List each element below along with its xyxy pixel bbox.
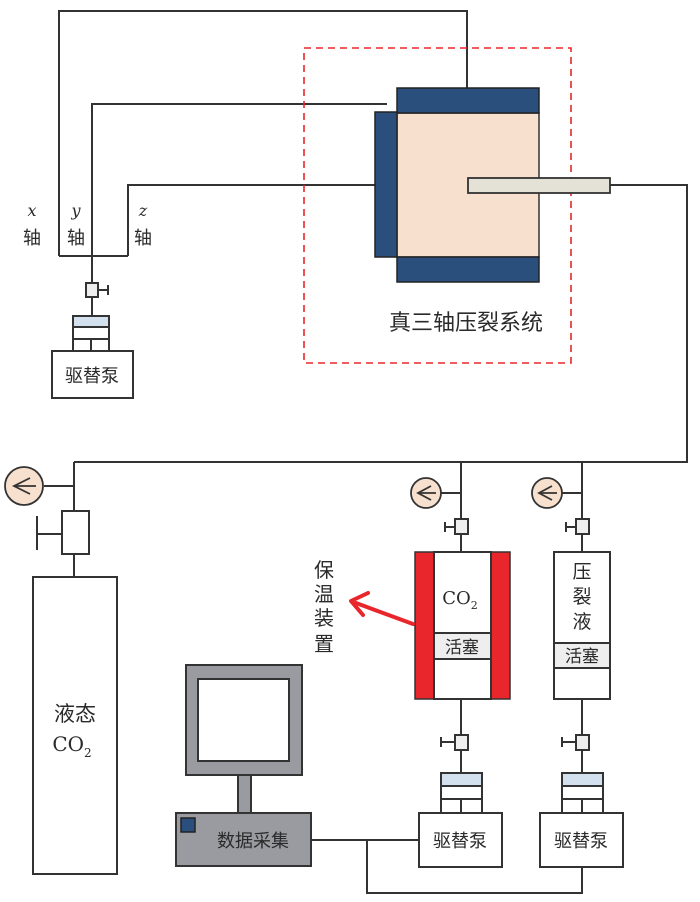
pump-co2-label: 驱替泵 xyxy=(433,831,487,852)
triaxial-system: 真三轴压裂系统 xyxy=(303,47,611,364)
frac-fluid-branch: 压 裂 液 活塞 驱替泵 xyxy=(531,462,624,868)
insulation-arrow xyxy=(354,601,415,626)
x-axis-var: x xyxy=(27,201,36,220)
axis-pipework xyxy=(58,10,468,283)
insulation-char-3: 装 xyxy=(314,606,334,630)
pump-piston-top xyxy=(72,315,110,328)
pump-axis-box xyxy=(51,350,134,399)
tank-label-sub: 2 xyxy=(84,746,92,760)
pump-axis-label: 驱替泵 xyxy=(65,366,119,387)
main-supply-line xyxy=(74,184,688,463)
frac-fluid-cylinder xyxy=(553,551,611,700)
system-label: 真三轴压裂系统 xyxy=(389,311,543,336)
valve-co2-top[interactable] xyxy=(444,518,469,535)
y-axis-label: 轴 xyxy=(67,228,85,249)
pressure-gauge-co2 xyxy=(410,477,442,509)
insulation-left xyxy=(414,551,435,700)
co2-cylinder xyxy=(433,551,492,700)
y-axis-var: y xyxy=(70,201,81,220)
valve-axis-pump[interactable] xyxy=(85,282,109,316)
daq-indicator xyxy=(180,817,196,833)
co2-label: CO xyxy=(442,588,471,609)
pressure-gauge-tank xyxy=(4,466,44,506)
valve-frac-bottom[interactable] xyxy=(561,734,590,751)
pressure-gauge-frac xyxy=(531,477,563,509)
pump-frac: 驱替泵 xyxy=(539,772,624,868)
daq-unit xyxy=(175,812,312,867)
insulation-char-2: 温 xyxy=(314,582,334,606)
data-cable-frac-pump xyxy=(366,840,583,894)
valve-tank[interactable] xyxy=(36,510,90,555)
frac-piston-label: 活塞 xyxy=(565,647,599,667)
z-axis-var: z xyxy=(138,201,148,220)
top-loading-plate xyxy=(396,87,540,114)
co2-cylinder-branch: CO2 活塞 驱替泵 xyxy=(410,462,511,868)
bottom-loading-plate xyxy=(396,256,540,283)
system-dashed-border xyxy=(303,47,572,364)
frac-char-1: 压 xyxy=(572,561,591,583)
pump-frac-label: 驱替泵 xyxy=(554,831,608,852)
svg-text:CO2: CO2 xyxy=(442,588,478,612)
side-loading-plate xyxy=(374,111,398,258)
pump-axis: 驱替泵 xyxy=(51,315,134,399)
insulation-arrowhead xyxy=(349,591,370,617)
daq-label: 数据采集 xyxy=(217,831,289,852)
svg-text:CO2: CO2 xyxy=(52,732,91,760)
insulation-annotation: 保 温 装 置 xyxy=(314,558,415,656)
liquid-co2-tank xyxy=(32,576,118,875)
valve-frac-top[interactable] xyxy=(565,518,590,535)
tank-label-co: CO xyxy=(52,732,84,756)
co2-tank-assembly: 液态 CO2 xyxy=(4,462,118,875)
valve-co2-bottom[interactable] xyxy=(440,734,469,751)
insulation-char-1: 保 xyxy=(314,558,334,582)
co2-piston xyxy=(433,632,492,660)
z-axis-label: 轴 xyxy=(134,228,152,249)
insulation-char-4: 置 xyxy=(314,632,334,656)
frac-piston xyxy=(553,642,611,669)
monitor-stand xyxy=(237,774,252,814)
y-axis-line xyxy=(91,103,387,283)
tank-label-line1: 液态 xyxy=(54,702,96,726)
pump-co2-box xyxy=(418,812,503,868)
pump-co2: 驱替泵 xyxy=(418,772,503,868)
co2-piston-label: 活塞 xyxy=(445,638,479,658)
co2-label-sub: 2 xyxy=(471,599,478,612)
frac-char-2: 裂 xyxy=(572,586,591,608)
insulation-right xyxy=(490,551,511,700)
x-axis-line xyxy=(58,10,468,256)
frac-char-3: 液 xyxy=(572,611,591,633)
pump-frac-box xyxy=(539,812,624,868)
monitor-screen xyxy=(197,678,290,762)
data-acquisition-computer: 数据采集 xyxy=(175,664,312,867)
injection-tube xyxy=(467,177,611,194)
z-axis-line xyxy=(127,184,375,256)
x-axis-label: 轴 xyxy=(23,228,41,249)
